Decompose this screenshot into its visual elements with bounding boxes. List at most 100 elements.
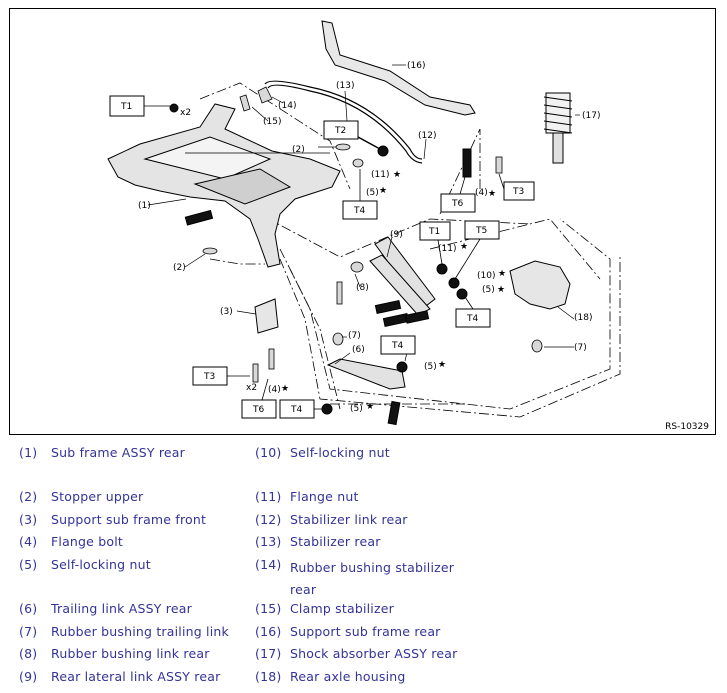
- star-4-upper: ★: [488, 189, 496, 199]
- legend-item-7: (7) Rubber bushing trailing link: [19, 624, 239, 646]
- legend-num: (18): [255, 669, 282, 684]
- torque-tags: T1 T2 T3 T3 T4 T4 T4: [10, 9, 535, 419]
- legend-text: Flange nut: [290, 489, 359, 504]
- multiplier-lower: x2: [246, 383, 257, 393]
- legend-num: (7): [19, 624, 38, 639]
- legend-num: (14): [255, 557, 282, 572]
- callout-11-upper: (11): [371, 170, 389, 180]
- legend-num: (16): [255, 624, 282, 639]
- torque-tag-t3-right: T3: [498, 173, 535, 201]
- callout-5-c: (5): [424, 362, 437, 372]
- star-11-lower: ★: [460, 242, 468, 252]
- star-marks: ★ ★ ★ ★ ★ ★ ★ ★ ★: [281, 170, 506, 412]
- lateral-link-shape: [369, 236, 436, 316]
- legend-item-17: (17) Shock absorber ASSY rear: [255, 646, 495, 668]
- legend-item-16: (16) Support sub frame rear: [255, 624, 495, 646]
- star-5-c: ★: [438, 360, 446, 370]
- legend-item-3: (3) Support sub frame front: [19, 512, 239, 534]
- legend-text: Rubber bushing stabilizer rear: [290, 560, 455, 597]
- svg-text:T3: T3: [512, 187, 524, 197]
- parts-legend: (1) Sub frame ASSY rear (2) Stopper uppe…: [0, 439, 727, 693]
- star-4-lower: ★: [281, 384, 289, 394]
- legend-text: Stopper upper: [51, 489, 144, 504]
- shock-absorber-shape: [543, 92, 573, 164]
- callout-8: (8): [356, 283, 369, 293]
- svg-text:T4: T4: [391, 341, 403, 351]
- legend-num: (11): [255, 489, 282, 504]
- legend-text: Self-locking nut: [51, 557, 151, 572]
- callout-4-lower: (4): [268, 385, 281, 395]
- legend-text: Rubber bushing trailing link: [51, 624, 229, 639]
- legend-item-18: (18) Rear axle housing: [255, 669, 495, 691]
- callout-10: (10): [477, 271, 495, 281]
- legend-text: Rubber bushing link rear: [51, 646, 210, 661]
- legend-text: Stabilizer rear: [290, 534, 381, 549]
- callout-16: (16): [407, 61, 425, 71]
- callout-13: (13): [336, 81, 354, 91]
- legend-num: (2): [19, 489, 38, 504]
- star-5-d: ★: [366, 402, 374, 412]
- torque-tag-t4-c: T4: [380, 335, 416, 355]
- callout-5-a: (5): [366, 188, 379, 198]
- legend-num: (6): [19, 601, 38, 616]
- legend-text: Rear lateral link ASSY rear: [51, 669, 221, 684]
- callout-7-left: (7): [348, 331, 361, 341]
- legend-text: Shock absorber ASSY rear: [290, 646, 458, 661]
- legend-item-6: (6) Trailing link ASSY rear: [19, 601, 239, 623]
- diagram-drawing: (1) (2) (2) (3) (4) (4) (5) (5) (5) (5) …: [10, 9, 621, 426]
- star-11-upper: ★: [393, 170, 401, 180]
- legend-item-13: (13) Stabilizer rear: [255, 534, 495, 556]
- callout-18: (18): [574, 313, 592, 323]
- callout-2-upper: (2): [292, 145, 305, 155]
- bolts-and-nuts: [169, 103, 472, 426]
- callout-15: (15): [263, 117, 281, 127]
- callout-14: (14): [278, 101, 296, 111]
- legend-item-5: (5) Self-locking nut: [19, 557, 239, 579]
- legend-text: Rear axle housing: [290, 669, 406, 684]
- torque-tag-t5: T5: [454, 220, 500, 280]
- callout-2-lower: (2): [173, 263, 186, 273]
- svg-text:T6: T6: [252, 405, 264, 415]
- callout-5-b: (5): [482, 285, 495, 295]
- legend-text: Self-locking nut: [290, 445, 390, 460]
- stabilizer-bar: [264, 80, 423, 164]
- torque-tag-t4-b: T4: [455, 296, 491, 328]
- legend-item-11: (11) Flange nut: [255, 489, 495, 511]
- legend-item-4: (4) Flange bolt: [19, 534, 239, 556]
- legend-text: Stabilizer link rear: [290, 512, 408, 527]
- svg-text:T6: T6: [451, 199, 463, 209]
- legend-num: (8): [19, 646, 38, 661]
- torque-tag-t6-lower: T6: [241, 378, 277, 419]
- callout-11-lower: (11): [438, 244, 456, 254]
- svg-text:T4: T4: [290, 405, 302, 415]
- legend-item-1: (1) Sub frame ASSY rear: [19, 445, 239, 467]
- star-5-b: ★: [497, 285, 505, 295]
- star-5-a: ★: [379, 186, 387, 196]
- callout-17: (17): [582, 111, 600, 121]
- legend-text: Support sub frame rear: [290, 624, 441, 639]
- legend-item-15: (15) Clamp stabilizer: [255, 601, 495, 623]
- svg-text:T1: T1: [120, 102, 132, 112]
- legend-item-14: (14) Rubber bushing stabilizer rear: [255, 557, 495, 601]
- callout-4-upper: (4): [475, 188, 488, 198]
- svg-text:T1: T1: [428, 227, 440, 237]
- legend-text: Support sub frame front: [51, 512, 207, 527]
- sub-frame-shape: [107, 103, 341, 268]
- legend-num: (4): [19, 534, 38, 549]
- legend-item-10: (10) Self-locking nut: [255, 445, 495, 467]
- torque-tag-t1-upper: T1: [109, 95, 170, 117]
- legend-num: (12): [255, 512, 282, 527]
- legend-num: (9): [19, 669, 38, 684]
- callout-3: (3): [220, 307, 233, 317]
- callout-9: (9): [390, 230, 403, 240]
- legend-num: (10): [255, 445, 282, 460]
- legend-text: Sub frame ASSY rear: [51, 445, 185, 460]
- multiplier-upper: x2: [180, 108, 191, 118]
- callout-labels: (1) (2) (2) (3) (4) (4) (5) (5) (5) (5) …: [138, 61, 600, 414]
- torque-tag-t6-upper: T6: [440, 176, 476, 213]
- callout-7-right: (7): [574, 343, 587, 353]
- star-10: ★: [498, 269, 506, 279]
- legend-text: Clamp stabilizer: [290, 601, 394, 616]
- torque-tag-t4-e: T4: [10, 9, 21, 12]
- legend-num: (17): [255, 646, 282, 661]
